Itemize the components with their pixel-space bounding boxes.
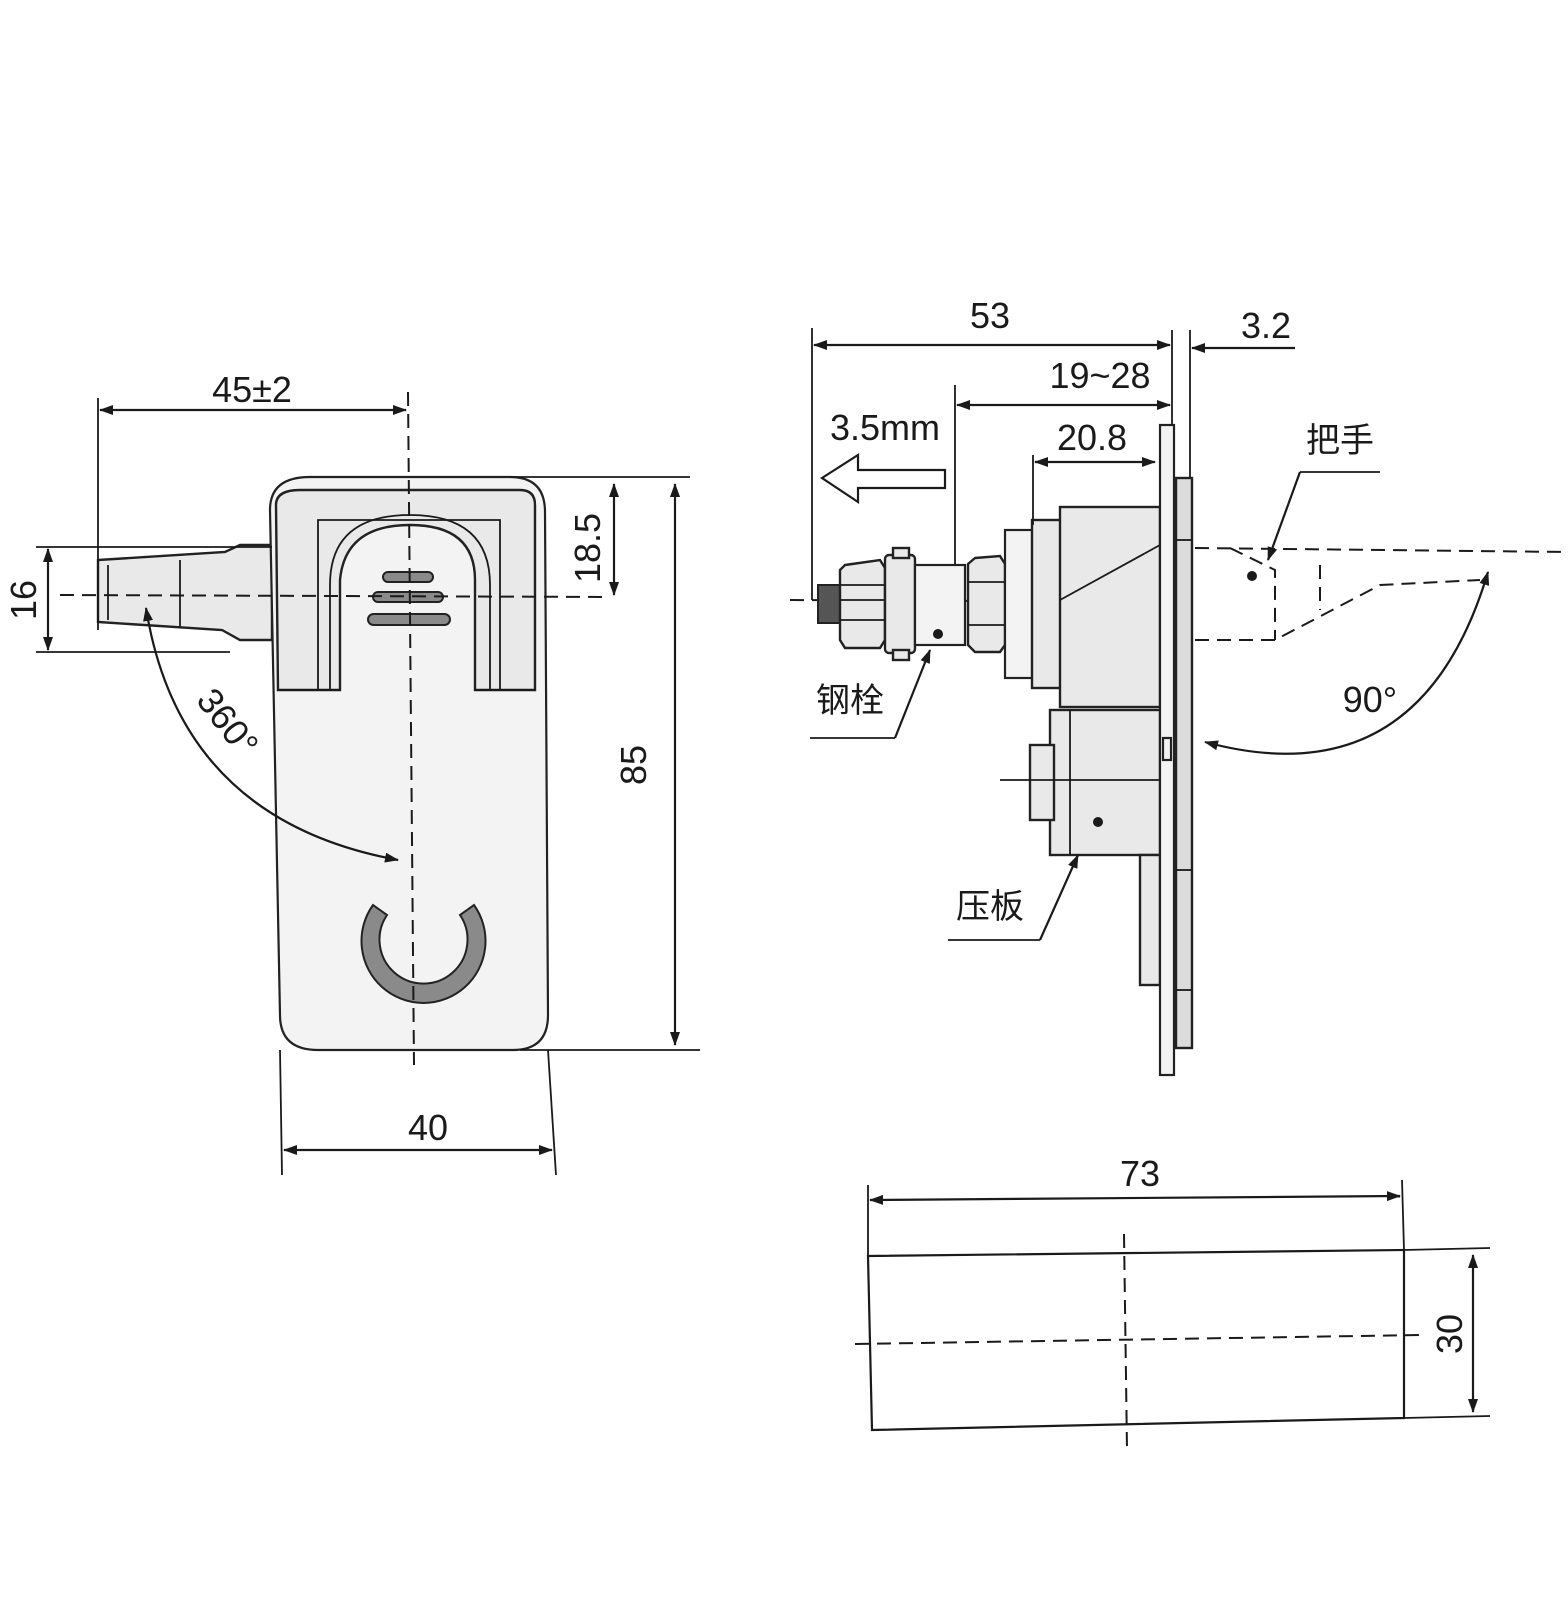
slot-mark [382,571,434,583]
panel-outer [1174,476,1194,1050]
pressure-plate-pin [1093,817,1103,827]
dim-cutout-height-label: 30 [1429,1314,1470,1354]
dim-top-offset-label: 18.5 [567,513,608,583]
cutout-view: 73 30 [854,1153,1491,1451]
centerline-vertical [407,391,415,1066]
callout-steel-bolt: 钢栓 [810,649,932,739]
handle-angle-label: 90° [1343,679,1397,720]
bolt-sleeve [883,553,917,655]
dim-total-height-label: 85 [613,745,654,785]
dim-adjust-range: 19~28 [954,355,1171,565]
dim-handle-height: 16 [3,546,272,653]
bolt-travel-label: 3.5mm [830,407,940,448]
pressure-plate-block [1048,708,1162,857]
dim-cutout-length: 73 [867,1153,1405,1256]
front-view: 45±2 16 18.5 85 40 [3,369,700,1176]
dim-total-depth-label: 53 [970,295,1010,336]
dim-panel-thickness-label: 3.2 [1241,305,1291,346]
dim-adjust-range-label: 19~28 [1049,355,1150,396]
dim-total-depth: 53 [811,295,1191,600]
dim-cutout-height: 30 [1429,1254,1478,1413]
dim-body-depth-label: 20.8 [1057,417,1127,458]
slot-mark [372,591,444,603]
centerline-horizontal [59,594,611,598]
dim-width: 40 [279,1049,557,1176]
label-pressure-plate: 压板 [956,887,1024,927]
rotation-angle-label: 360° [189,680,267,764]
bolt-travel-indicator: 3.5mm [819,407,947,505]
cylinder-housing [1058,505,1162,709]
callout-pressure-plate: 压板 [948,854,1080,941]
dim-width-label: 40 [408,1107,448,1148]
dim-handle-reach-label: 45±2 [212,369,292,410]
handle-pin [1247,571,1257,581]
label-handle: 把手 [1306,421,1374,461]
dim-top-offset: 18.5 [510,476,690,596]
hex-nut [966,554,1007,654]
cutout-rectangle [866,1248,1406,1432]
dim-body-depth: 20.8 [1032,417,1156,525]
travel-arrow-icon [819,452,947,505]
recess-outline [317,519,501,690]
side-view: 90° 53 3.2 19~28 20.8 3.5mm [789,295,1568,1077]
dim-cutout-length-label: 73 [1120,1153,1160,1194]
dim-total-height: 85 [520,483,700,1051]
dim-handle-reach: 45±2 [97,369,407,630]
steel-bolt-pin [933,629,943,639]
label-steel-bolt: 钢栓 [816,681,884,721]
handle-phantom-outline [1194,547,1568,641]
lever-handle [96,543,274,642]
callout-handle: 把手 [1266,421,1380,561]
hex-nut [838,558,887,650]
dim-panel-thickness: 3.2 [1191,305,1295,353]
dim-handle-height-label: 16 [3,580,44,620]
c-ring-icon [360,903,487,1004]
